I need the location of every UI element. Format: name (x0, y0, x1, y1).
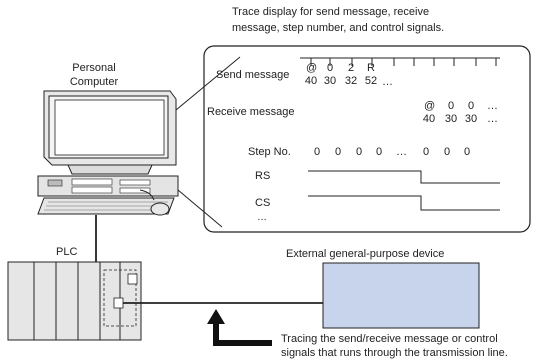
plc-rack (7, 261, 142, 341)
receive-char: 0 (447, 100, 455, 112)
plc-label: PLC (56, 246, 78, 258)
callout-line-bottom (177, 189, 223, 228)
receive-char: @ (424, 100, 436, 112)
step-no-label: Step No. (248, 146, 291, 158)
device-label: External general-purpose device (286, 248, 445, 260)
send-char: @ (306, 62, 318, 74)
send-char: R (367, 62, 375, 74)
bottom-caption-line-2: signals that runs through the transmissi… (281, 347, 508, 359)
mouse-icon (139, 189, 170, 216)
trace-caption-line-1: Trace display for send message, receive (232, 6, 430, 18)
receive-char-more: … (487, 100, 498, 112)
step-value: 0 (335, 146, 342, 158)
receive-code: 40 (422, 113, 436, 125)
send-message-label: Send message (216, 69, 290, 81)
callout-line-top (175, 56, 241, 111)
computer-case-icon (37, 175, 179, 197)
computer-monitor-icon (43, 90, 177, 175)
receive-char: 0 (467, 100, 475, 112)
trace-arrow-icon (207, 309, 272, 346)
step-value: 0 (314, 146, 321, 158)
send-code: 40 (304, 75, 318, 87)
send-code: 52 (364, 75, 378, 87)
cs-signal-label: CS (255, 197, 271, 209)
step-value: 0 (464, 146, 471, 158)
trace-ruler (300, 57, 500, 66)
receive-code: 30 (464, 113, 478, 125)
receive-message-label: Receive message (207, 106, 295, 118)
pc-label-line-2: Computer (69, 76, 119, 88)
step-value-more: … (396, 146, 407, 158)
step-value: 0 (376, 146, 383, 158)
send-code-more: … (382, 76, 393, 88)
keyboard-icon (37, 197, 175, 215)
step-value: 0 (444, 146, 451, 158)
signals-more: … (257, 212, 267, 223)
receive-code: 30 (444, 113, 458, 125)
send-code: 32 (344, 75, 358, 87)
trace-caption-line-2: message, step number, and control signal… (232, 22, 445, 34)
rs-signal-label: RS (255, 170, 271, 182)
step-value: 0 (423, 146, 430, 158)
trace-panel-frame (203, 45, 531, 233)
send-char: 2 (347, 62, 355, 74)
external-device-box (322, 262, 480, 329)
cs-signal-waveform (308, 195, 500, 211)
pc-label-line-1: Personal (72, 62, 116, 74)
send-code: 30 (323, 75, 337, 87)
receive-code-more: … (487, 113, 498, 125)
send-char: 0 (326, 62, 334, 74)
step-value: 0 (356, 146, 363, 158)
rs-signal-waveform (308, 170, 500, 184)
bottom-caption-line-1: Tracing the send/receive message or cont… (281, 333, 498, 345)
